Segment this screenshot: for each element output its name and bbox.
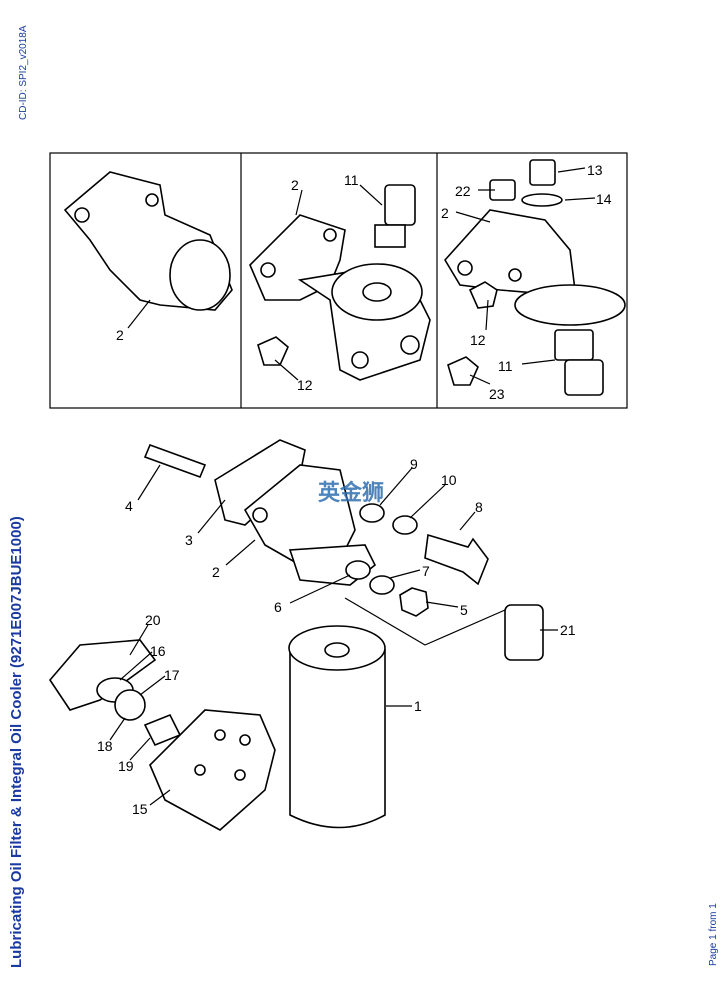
callout-12: 12 bbox=[470, 332, 486, 348]
watermark: 英金狮 bbox=[318, 480, 384, 506]
callout-3: 3 bbox=[185, 532, 193, 548]
nut bbox=[399, 587, 429, 617]
callout-22: 22 bbox=[455, 183, 471, 199]
callout-11: 11 bbox=[498, 358, 513, 374]
cooler-cover bbox=[149, 709, 276, 831]
callout-16: 16 bbox=[150, 643, 166, 659]
callout-5: 5 bbox=[460, 602, 468, 618]
callout-1: 1 bbox=[414, 698, 422, 714]
callout-12: 12 bbox=[297, 377, 313, 393]
drain-valve bbox=[504, 604, 544, 661]
filter-head-variant-2 bbox=[249, 184, 431, 381]
oil-filter-cartridge bbox=[288, 625, 386, 829]
callout-13: 13 bbox=[587, 162, 603, 178]
callout-6: 6 bbox=[274, 599, 282, 615]
bolt bbox=[424, 533, 489, 586]
callout-21: 21 bbox=[560, 622, 576, 638]
callout-2: 2 bbox=[116, 327, 124, 343]
callout-23: 23 bbox=[489, 386, 505, 402]
callout-9: 9 bbox=[410, 456, 418, 472]
filter-head-variant-3 bbox=[444, 159, 626, 396]
stud bbox=[143, 443, 207, 479]
cooler-gasket bbox=[48, 639, 157, 711]
leader-lines bbox=[109, 167, 596, 806]
callout-8: 8 bbox=[475, 499, 483, 515]
callout-2: 2 bbox=[291, 177, 299, 193]
callout-15: 15 bbox=[132, 801, 148, 817]
callout-19: 19 bbox=[118, 758, 134, 774]
top-panel-frame bbox=[49, 152, 628, 409]
callout-4: 4 bbox=[125, 498, 133, 514]
callout-11: 11 bbox=[344, 172, 359, 188]
callout-17: 17 bbox=[164, 667, 180, 683]
valve-assembly bbox=[96, 677, 182, 747]
callout-10: 10 bbox=[441, 472, 457, 488]
callout-2: 2 bbox=[441, 205, 449, 221]
cover-housing-variant-1 bbox=[63, 171, 233, 311]
callout-14: 14 bbox=[596, 191, 612, 207]
callout-7: 7 bbox=[422, 563, 430, 579]
callout-20: 20 bbox=[145, 612, 161, 628]
callout-2: 2 bbox=[212, 564, 220, 580]
callout-18: 18 bbox=[97, 738, 113, 754]
washers bbox=[345, 503, 418, 595]
